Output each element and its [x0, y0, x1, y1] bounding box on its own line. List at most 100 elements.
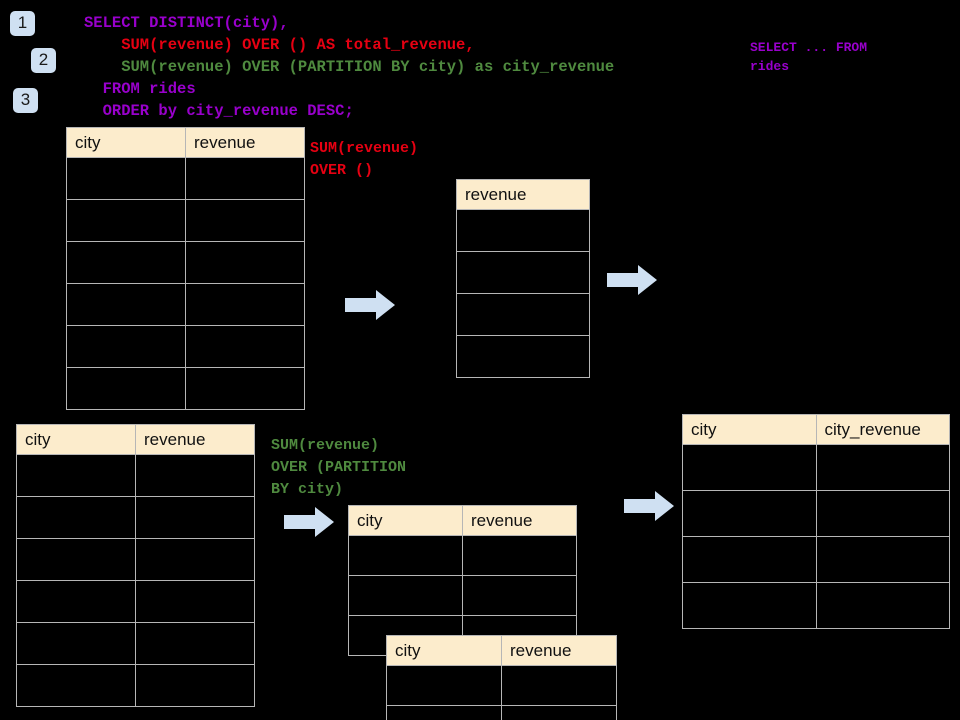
- sql-line-city-revenue: SUM(revenue) OVER (PARTITION BY city) as…: [84, 58, 615, 76]
- column-header-city: city: [386, 635, 502, 666]
- cell-revenue: [135, 454, 255, 497]
- annotation-city-revenue-line-1: SUM(revenue): [271, 437, 380, 454]
- final-result-table[interactable]: city city_revenue: [682, 414, 950, 629]
- column-header-city: city: [66, 127, 186, 158]
- table-row[interactable]: [456, 335, 590, 378]
- step-badge-1[interactable]: 1: [10, 11, 35, 36]
- cell-city: [682, 490, 817, 537]
- source-top-table[interactable]: city revenue: [66, 127, 305, 410]
- annotation-total-revenue-line-2: OVER (): [310, 162, 374, 179]
- cell-revenue: [462, 535, 577, 576]
- table-row[interactable]: [66, 241, 305, 284]
- annotation-city-revenue-line-3: BY city): [271, 481, 344, 498]
- total-revenue-table[interactable]: revenue: [456, 179, 590, 378]
- cell-city-revenue: [815, 582, 950, 629]
- cell-city: [66, 367, 186, 410]
- side-note-line-2: rides: [750, 59, 790, 74]
- step-badge-3[interactable]: 3: [13, 88, 38, 113]
- cell-revenue: [135, 622, 255, 665]
- table-row[interactable]: [348, 575, 577, 616]
- table-row[interactable]: [386, 705, 617, 720]
- partition-group-b-table[interactable]: city revenue: [386, 635, 617, 720]
- cell-revenue: [135, 580, 255, 623]
- table-row[interactable]: [66, 199, 305, 242]
- cell-revenue: [135, 664, 255, 707]
- cell-revenue: [185, 241, 305, 284]
- cell-city: [66, 157, 186, 200]
- step-badge-2[interactable]: 2: [31, 48, 56, 73]
- cell-city: [386, 705, 502, 720]
- cell-city: [16, 454, 136, 497]
- cell-city: [16, 538, 136, 581]
- cell-revenue: [462, 575, 577, 616]
- cell-city: [66, 199, 186, 242]
- table-row[interactable]: [386, 665, 617, 706]
- cell-revenue: [135, 496, 255, 539]
- sql-line-order-by: ORDER by city_revenue DESC;: [84, 102, 354, 120]
- cell-revenue: [501, 705, 617, 720]
- table-row[interactable]: [682, 536, 950, 583]
- column-header-revenue: revenue: [185, 127, 305, 158]
- table-row[interactable]: [16, 664, 255, 707]
- cell-revenue: [456, 251, 590, 294]
- cell-city: [66, 325, 186, 368]
- column-header-city: city: [682, 414, 817, 445]
- table-header-row: city city_revenue: [682, 414, 950, 445]
- sql-line-from: FROM rides: [84, 80, 196, 98]
- cell-city: [16, 622, 136, 665]
- cell-revenue: [135, 538, 255, 581]
- cell-city: [16, 580, 136, 623]
- arrow-source-to-partition: [284, 506, 334, 538]
- table-header-row: city revenue: [16, 424, 255, 455]
- table-row[interactable]: [66, 283, 305, 326]
- cell-city: [16, 496, 136, 539]
- table-row[interactable]: [16, 622, 255, 665]
- table-row[interactable]: [456, 293, 590, 336]
- table-row[interactable]: [456, 209, 590, 252]
- table-row[interactable]: [16, 538, 255, 581]
- arrow-total-to-result: [607, 264, 657, 296]
- cell-city: [348, 535, 463, 576]
- table-row[interactable]: [456, 251, 590, 294]
- cell-revenue: [185, 325, 305, 368]
- partition-group-a-table[interactable]: city revenue: [348, 505, 577, 656]
- table-row[interactable]: [66, 325, 305, 368]
- cell-revenue: [501, 665, 617, 706]
- cell-revenue: [185, 199, 305, 242]
- cell-city: [682, 444, 817, 491]
- column-header-revenue: revenue: [456, 179, 590, 210]
- cell-city: [66, 241, 186, 284]
- side-note-line-1: SELECT ... FROM: [750, 40, 868, 55]
- cell-revenue: [185, 157, 305, 200]
- column-header-revenue: revenue: [462, 505, 577, 536]
- column-header-revenue: revenue: [135, 424, 255, 455]
- table-row[interactable]: [16, 454, 255, 497]
- table-row[interactable]: [66, 367, 305, 410]
- column-header-city-revenue: city_revenue: [815, 414, 950, 445]
- cell-city: [66, 283, 186, 326]
- table-row[interactable]: [16, 580, 255, 623]
- table-row[interactable]: [348, 535, 577, 576]
- column-header-city: city: [16, 424, 136, 455]
- cell-city: [682, 582, 817, 629]
- column-header-city: city: [348, 505, 463, 536]
- table-row[interactable]: [16, 496, 255, 539]
- table-row[interactable]: [682, 444, 950, 491]
- sql-line-total-revenue: SUM(revenue) OVER () AS total_revenue,: [84, 36, 475, 54]
- cell-revenue: [456, 293, 590, 336]
- cell-revenue: [456, 209, 590, 252]
- table-row[interactable]: [682, 582, 950, 629]
- table-header-row: revenue: [456, 179, 590, 210]
- cell-revenue: [185, 283, 305, 326]
- table-row[interactable]: [66, 157, 305, 200]
- cell-city: [682, 536, 817, 583]
- table-header-row: city revenue: [66, 127, 305, 158]
- source-bottom-table[interactable]: city revenue: [16, 424, 255, 707]
- cell-city: [386, 665, 502, 706]
- table-header-row: city revenue: [386, 635, 617, 666]
- table-row[interactable]: [682, 490, 950, 537]
- annotation-city-revenue-line-2: OVER (PARTITION: [271, 459, 407, 476]
- arrow-partition-to-result: [624, 490, 674, 522]
- cell-city: [16, 664, 136, 707]
